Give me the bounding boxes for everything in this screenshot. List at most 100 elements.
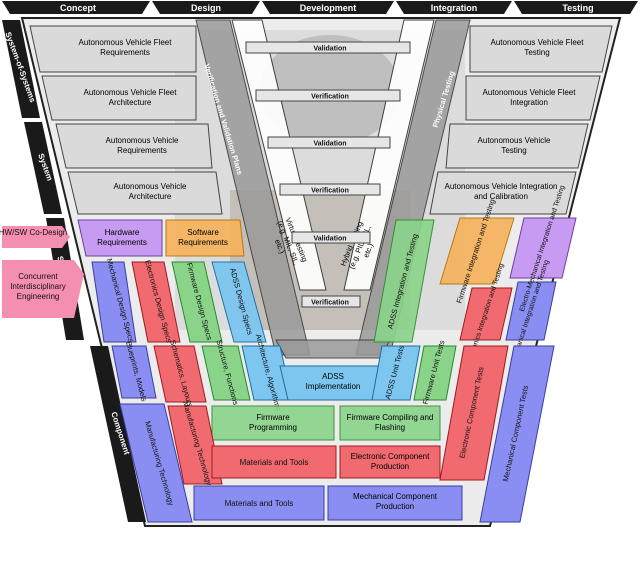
left-wing-box-1 xyxy=(29,25,197,73)
adss-design-box xyxy=(211,261,267,343)
left-wing xyxy=(29,25,223,215)
phase-design-label: Design xyxy=(191,3,221,13)
right-wing-box-2 xyxy=(465,75,601,121)
vv-arrow-bar-3 xyxy=(267,136,391,149)
fw-compile-box xyxy=(339,405,441,441)
fw-unit-box xyxy=(413,345,457,401)
right-wing-text-4: Autonomous Vehicle Integration and Calib… xyxy=(444,182,558,201)
manuf-tech-left-box xyxy=(119,403,193,523)
right-wing-text-2: Autonomous Vehicle Fleet Integration xyxy=(482,88,576,107)
elec-design-box xyxy=(131,261,181,343)
phase-testing-label: Testing xyxy=(562,3,593,13)
sw-req-box xyxy=(165,219,245,257)
materials-tools-2-box xyxy=(193,485,325,521)
hw-req-label: Hardware Requirements xyxy=(97,228,147,247)
mech-comp-prod-fo: Mechanical Component Production xyxy=(352,492,438,511)
vv-arrow-label-1: Validation xyxy=(313,46,346,53)
mech-comp-prod-box xyxy=(327,485,463,521)
left-wing-text-2-fo: Autonomous Vehicle Fleet Architecture xyxy=(83,88,177,107)
blueprints-box xyxy=(111,345,157,399)
tag-hw-sw-codesign xyxy=(2,226,70,248)
mech-comp-tests-box xyxy=(479,345,555,523)
vv-arrow-bar-2 xyxy=(255,89,401,102)
adss-impl-fo: ADSS Implementation xyxy=(305,372,361,391)
materials-tools-1-box xyxy=(211,445,337,479)
right-wing-box-4 xyxy=(429,171,577,215)
fw-compile-fo: Firmware Compiling and Flashing xyxy=(346,413,434,432)
left-wing-box-3 xyxy=(55,123,213,169)
vv-arrow-label-4: Verification xyxy=(311,188,349,195)
hw-req-fo: Hardware Requirements xyxy=(97,228,147,247)
adss-unit-box xyxy=(371,345,421,401)
adss-int-box xyxy=(373,219,435,343)
structure-box xyxy=(201,345,251,401)
left-wing-text-4: Autonomous Vehicle Architecture xyxy=(113,182,187,201)
left-wing-text-3-fo: Autonomous Vehicle Requirements xyxy=(105,136,179,155)
level-bar-component xyxy=(90,346,146,522)
schematics-box xyxy=(153,345,207,403)
elec-comp-prod-fo: Electronic Component Production xyxy=(351,452,430,471)
adss-impl-label: ADSS Implementation xyxy=(305,372,361,391)
right-wing-text-1-fo: Autonomous Vehicle Fleet Testing xyxy=(490,38,584,57)
fw-int-box xyxy=(439,217,515,285)
fw-compile-label: Firmware Compiling and Flashing xyxy=(346,413,434,432)
mech-comp-prod-label: Mechanical Component Production xyxy=(352,492,438,511)
left-wing-text-1: Autonomous Vehicle Fleet Requirements xyxy=(78,38,172,57)
tag-concurrent-engineering xyxy=(2,260,84,318)
fw-prog-label: Firmware Programming xyxy=(248,413,297,432)
phase-development-label: Development xyxy=(300,3,357,13)
vv-arrow-label-5: Validation xyxy=(313,236,346,243)
level-bar-sos xyxy=(2,20,40,118)
right-wing-text-4-fo: Autonomous Vehicle Integration and Calib… xyxy=(444,182,558,201)
elec-comp-tests-box xyxy=(439,345,509,481)
manuf-tech-center-box xyxy=(167,405,223,485)
vv-arrow-bar-5 xyxy=(291,231,371,244)
left-wing-text-3: Autonomous Vehicle Requirements xyxy=(105,136,179,155)
materials-tools-1-label: Materials and Tools xyxy=(240,458,309,467)
fw-design-box xyxy=(171,261,223,343)
vv-arrow-bar-6 xyxy=(301,295,361,308)
phase-integration-label: Integration xyxy=(431,3,478,13)
right-wing-text-3: Autonomous Vehicle Testing xyxy=(477,136,551,155)
left-wing-text-4-fo: Autonomous Vehicle Architecture xyxy=(113,182,187,201)
vv-arrows: Validation Verification Validation Verif… xyxy=(245,41,411,308)
right-wing-text-3-fo: Autonomous Vehicle Testing xyxy=(477,136,551,155)
vv-arrow-label-3: Validation xyxy=(313,141,346,148)
phase-header-integration xyxy=(396,1,512,14)
left-wing-box-4 xyxy=(67,171,223,215)
electromech-box xyxy=(509,217,577,279)
tag-concurrent-text: Concurrent Interdisciplinary Engineering xyxy=(10,272,66,301)
phase-header-design xyxy=(152,1,260,14)
elec-int-box xyxy=(459,287,513,341)
tag-concurrent-fo: Concurrent Interdisciplinary Engineering xyxy=(10,272,66,301)
vv-bottom-band xyxy=(275,339,391,359)
vv-arrow-label-2: Verification xyxy=(311,94,349,101)
hw-req-box xyxy=(77,219,163,257)
right-wing-box-1 xyxy=(469,25,613,73)
right-wing-text-1: Autonomous Vehicle Fleet Testing xyxy=(490,38,584,57)
tag-hw-sw-line: HW/SW Co-Design xyxy=(0,228,67,237)
vv-arrow-bar-1 xyxy=(245,41,411,54)
mech-design-box xyxy=(91,261,137,343)
mech-int-box xyxy=(505,281,557,341)
phase-header-development xyxy=(262,1,394,14)
right-wing-box-3 xyxy=(445,123,589,169)
sw-req-label: Software Requirements xyxy=(178,228,228,247)
materials-tools-2-label: Materials and Tools xyxy=(225,499,294,508)
vv-arrow-label-6: Verification xyxy=(311,300,349,307)
phase-concept-label: Concept xyxy=(60,3,96,13)
vv-inner-v-left xyxy=(231,19,327,291)
phase-headers: Concept Design Development Integration T… xyxy=(2,1,638,14)
fw-prog-box xyxy=(211,405,335,441)
left-wing-box-2 xyxy=(41,75,197,121)
vv-arrow-bar-4 xyxy=(279,183,381,196)
sw-req-fo: Software Requirements xyxy=(178,228,228,247)
vv-inner-v-right xyxy=(343,19,435,291)
phase-header-testing xyxy=(514,1,638,14)
right-wing xyxy=(429,25,613,215)
left-wing-text-2: Autonomous Vehicle Fleet Architecture xyxy=(83,88,177,107)
fw-prog-fo: Firmware Programming xyxy=(248,413,297,432)
elec-comp-prod-box xyxy=(339,445,441,479)
